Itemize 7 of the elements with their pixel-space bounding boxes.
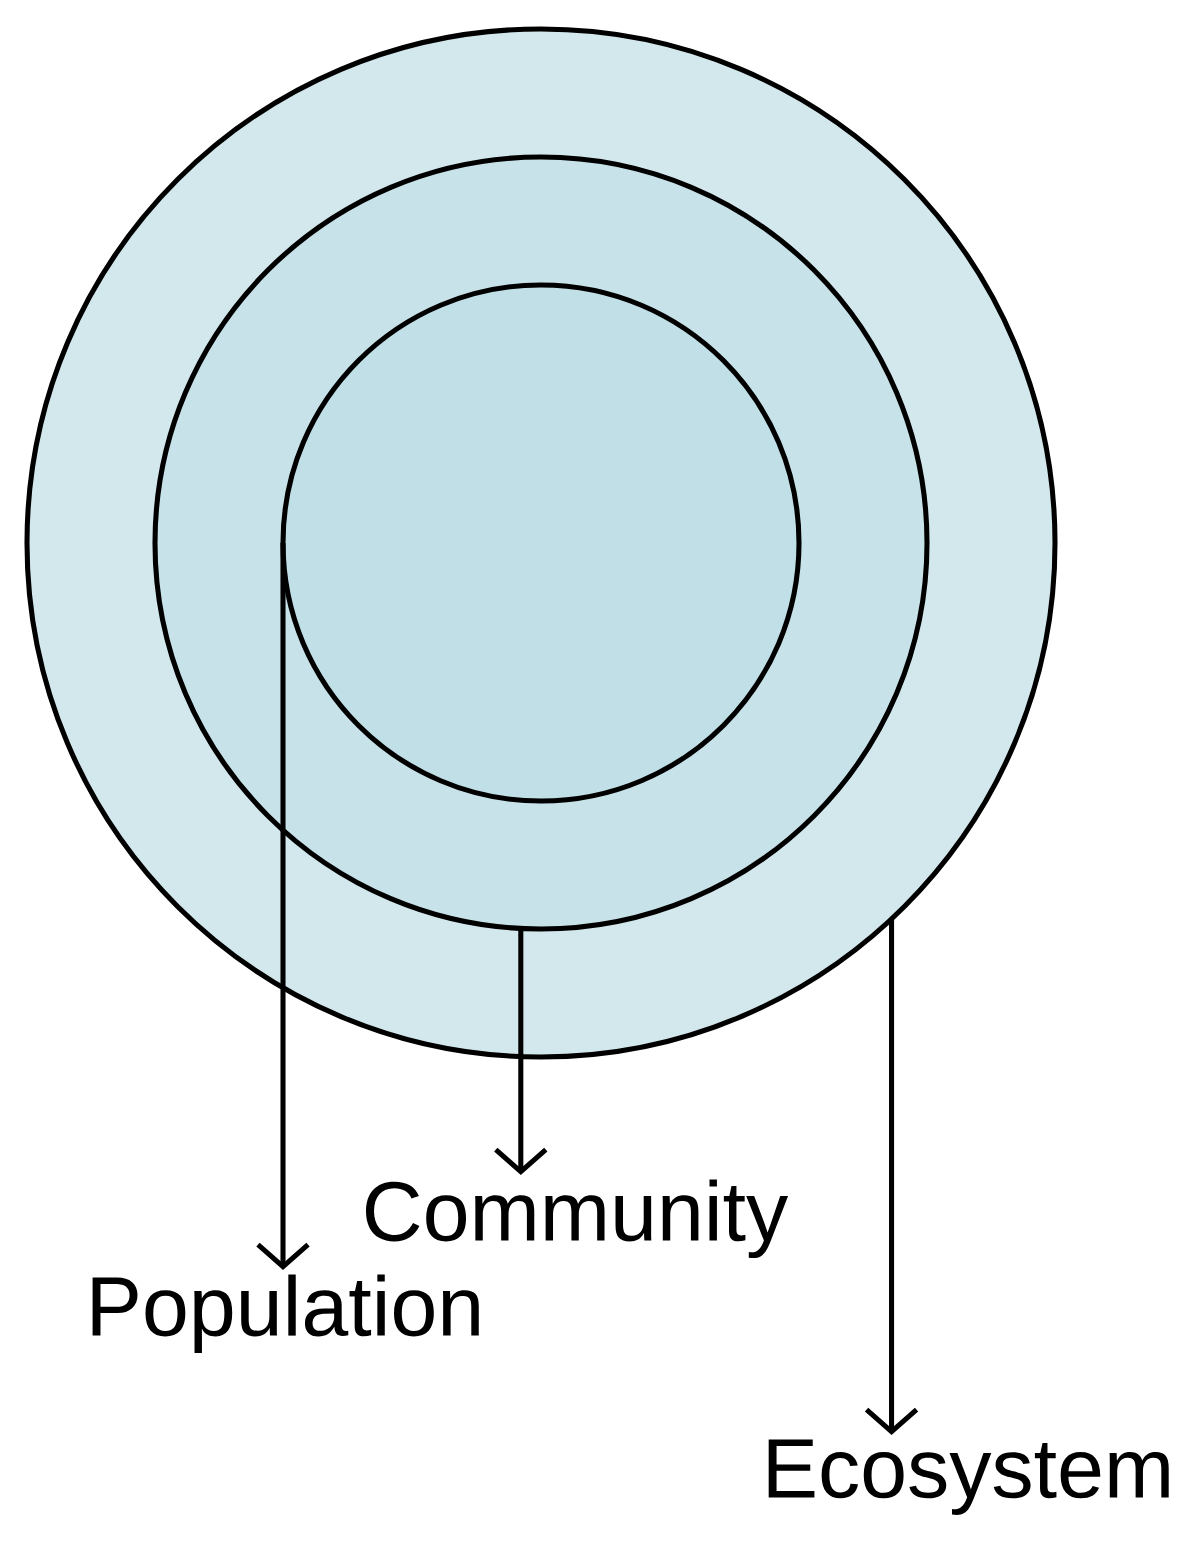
text-label: Community — [366, 1179, 789, 1259]
arrow — [494, 928, 548, 1175]
circle — [280, 282, 802, 804]
arrow — [864, 918, 919, 1435]
arrow — [256, 543, 310, 1270]
text-label: Population — [92, 1274, 479, 1354]
text-label: Ecosystem — [768, 1439, 1169, 1516]
